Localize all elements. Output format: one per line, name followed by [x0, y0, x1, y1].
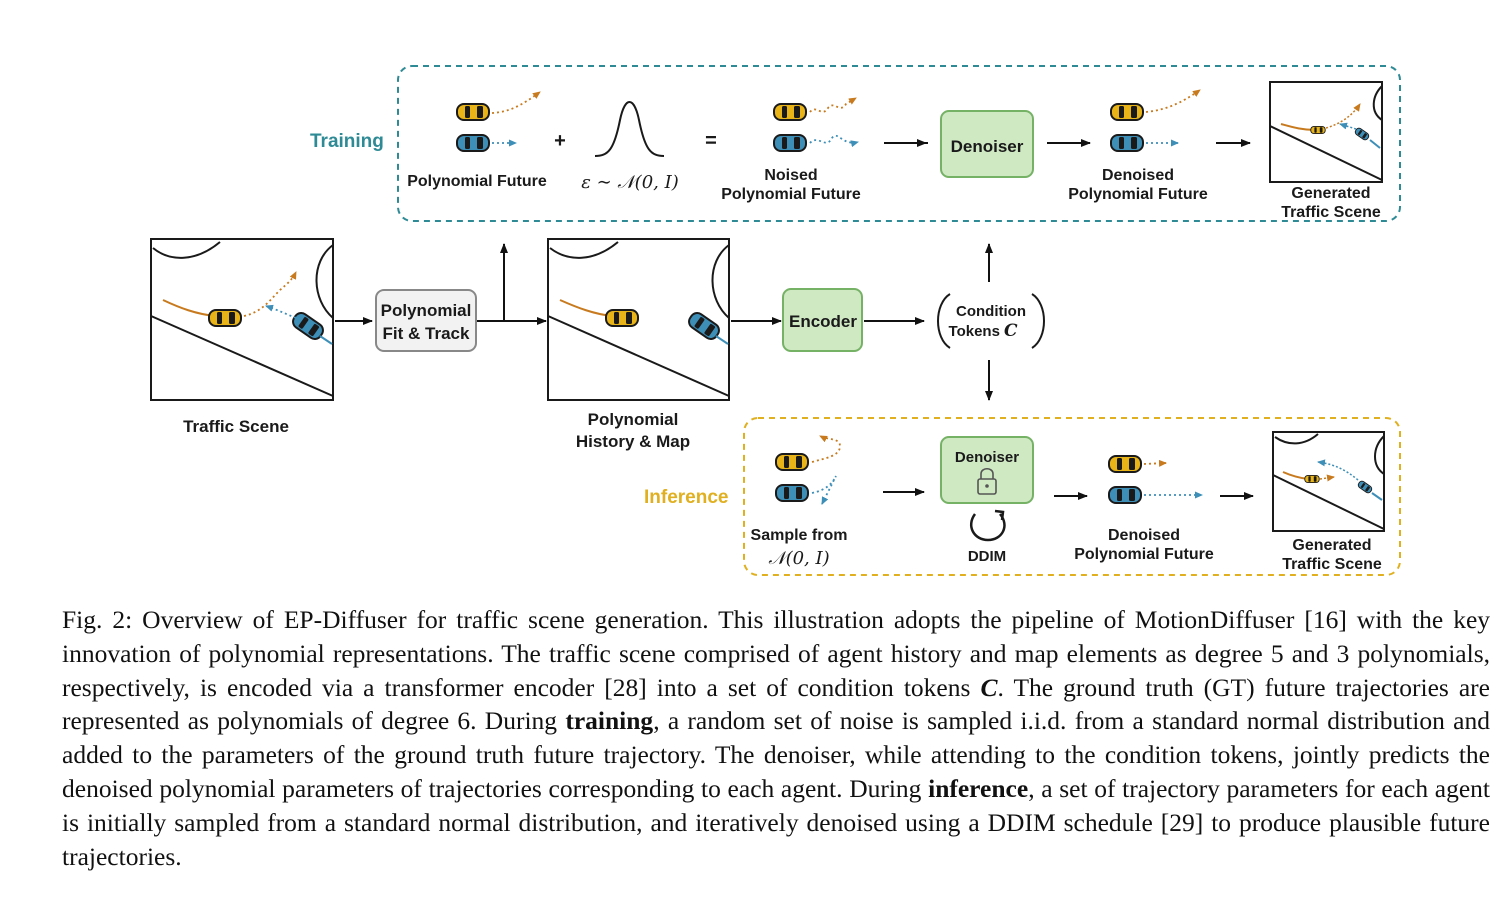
traffic-scene-label: Traffic Scene: [183, 417, 289, 436]
encoder-box: [782, 288, 863, 352]
generated-label-training-line1: Generated: [1291, 185, 1370, 202]
inference-panel: Inference Sample from 𝒩(0, I) Denoiser D…: [644, 417, 1401, 576]
lock-icon: [977, 467, 997, 495]
polynomial-future-label: Polynomial Future: [407, 173, 547, 190]
denoiser-box-training: [940, 110, 1034, 178]
caption-symbol-c: C: [980, 672, 998, 702]
caption-text-1: Overview of EP-Diffuser for traffic scen…: [62, 605, 1491, 702]
generated-scene-inference: [1272, 431, 1385, 532]
denoiser-label-training: Denoiser: [951, 137, 1024, 156]
inference-label: Inference: [644, 487, 728, 508]
gaussian-curve-icon: [594, 101, 665, 157]
generated-inference-label-line1: Generated: [1292, 537, 1371, 554]
traffic-scene-panel: [150, 238, 334, 401]
condition-symbol: C: [1004, 321, 1018, 341]
polynomial-fit-label-line2: Fit & Track: [383, 324, 470, 343]
figure-caption: Fig. 2: Overview of EP-Diffuser for traf…: [62, 603, 1490, 873]
polynomial-future-agents-icon: [456, 91, 541, 152]
caption-text-3: , a random set of noise is sampled i.i.d…: [62, 706, 1490, 803]
ddim-loop-icon: [970, 509, 1006, 542]
denoised-agents-icon: [1110, 89, 1201, 152]
noised-label-line2: Polynomial Future: [721, 186, 861, 203]
denoised-inference-label-line1: Denoised: [1108, 527, 1180, 544]
caption-text-4: , a set of trajectory parameters for eac…: [62, 773, 1490, 871]
noise-label: ε ∼ 𝒩(0, I): [581, 172, 678, 193]
training-panel: Training Polynomial Future + ε ∼ 𝒩(0, I)…: [310, 65, 1401, 222]
noised-label-line1: Noised: [764, 167, 817, 184]
denoised-inference-label-line2: Polynomial Future: [1074, 546, 1214, 563]
training-label: Training: [310, 131, 384, 152]
ddim-label: DDIM: [968, 548, 1006, 565]
sample-from-label: Sample from: [751, 527, 848, 544]
normal-dist-label: 𝒩(0, I): [768, 548, 829, 569]
encoder-label: Encoder: [789, 312, 857, 331]
condition-tokens-node: [937, 293, 1045, 349]
denoised-label-line1: Denoised: [1102, 167, 1174, 184]
polynomial-fit-box: [375, 289, 477, 352]
denoised-agents-inference-icon: [1108, 455, 1203, 504]
pipeline-diagram: Training Polynomial Future + ε ∼ 𝒩(0, I)…: [150, 65, 1401, 576]
condition-label-line1: Condition: [956, 303, 1026, 320]
caption-inference: inference: [928, 773, 1029, 803]
caption-fig-number: Fig. 2:: [62, 605, 133, 634]
generated-inference-label-line2: Traffic Scene: [1282, 556, 1382, 573]
plus-sign: +: [554, 130, 566, 152]
denoiser-box-inference: [940, 436, 1034, 504]
equals-sign: =: [705, 130, 717, 152]
caption-training: training: [565, 706, 654, 736]
polynomial-fit-label-line1: Polynomial: [381, 301, 472, 320]
sampled-agents-icon: [775, 435, 841, 505]
denoiser-label-inference: Denoiser: [955, 449, 1019, 466]
polynomial-history-label-line2: History & Map: [576, 432, 690, 451]
noised-agents-icon: [773, 97, 859, 152]
denoised-label-line2: Polynomial Future: [1068, 186, 1208, 203]
condition-label-text: Tokens: [949, 323, 1000, 340]
polynomial-history-panel: [547, 238, 730, 401]
generated-scene-training: [1269, 81, 1383, 183]
generated-label-training-line2: Traffic Scene: [1281, 204, 1381, 221]
caption-text-2: . The ground truth (GT) future trajector…: [62, 672, 1490, 736]
polynomial-history-label-line1: Polynomial: [588, 410, 679, 429]
